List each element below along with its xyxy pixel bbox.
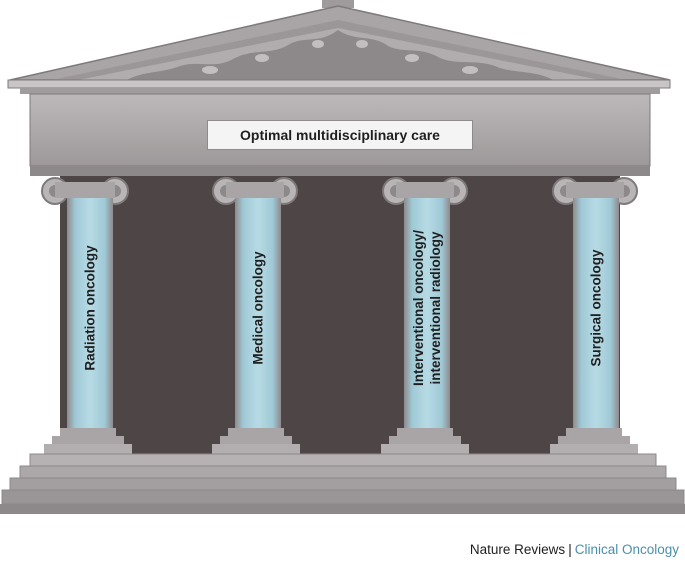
pillar-label-surgical: Surgical oncology (588, 249, 605, 366)
pillar-label-radiation: Radiation oncology (82, 245, 99, 370)
pillar-label-line: interventional radiology (428, 231, 443, 385)
frieze-sculpture (120, 30, 560, 84)
journal-name: Nature Reviews (469, 542, 566, 557)
temple-interior (60, 176, 620, 454)
pediment (9, 0, 671, 84)
pillar-label-line: Surgical oncology (588, 249, 604, 367)
pillar-label-line: Medical oncology (250, 251, 266, 365)
temple-steps (0, 453, 685, 514)
cornice (7, 79, 671, 94)
journal-section: Clinical Oncology (574, 542, 679, 557)
credit-separator: | (568, 542, 572, 557)
pillar-label-line: Radiation oncology (82, 245, 98, 371)
banner-optimal-care: Optimal multidisciplinary care (207, 120, 473, 150)
pillar-label-line: Interventional oncology/ (411, 229, 426, 387)
pillar-4 (550, 177, 638, 454)
pillar-3 (381, 177, 469, 454)
pillar-label-interventional: Interventional oncology/ interventional … (410, 230, 444, 386)
pillar-label-medical: Medical oncology (250, 251, 267, 364)
journal-credit: Nature Reviews|Clinical Oncology (470, 542, 679, 557)
pillar-2 (212, 177, 300, 454)
pillar-1 (41, 177, 132, 454)
